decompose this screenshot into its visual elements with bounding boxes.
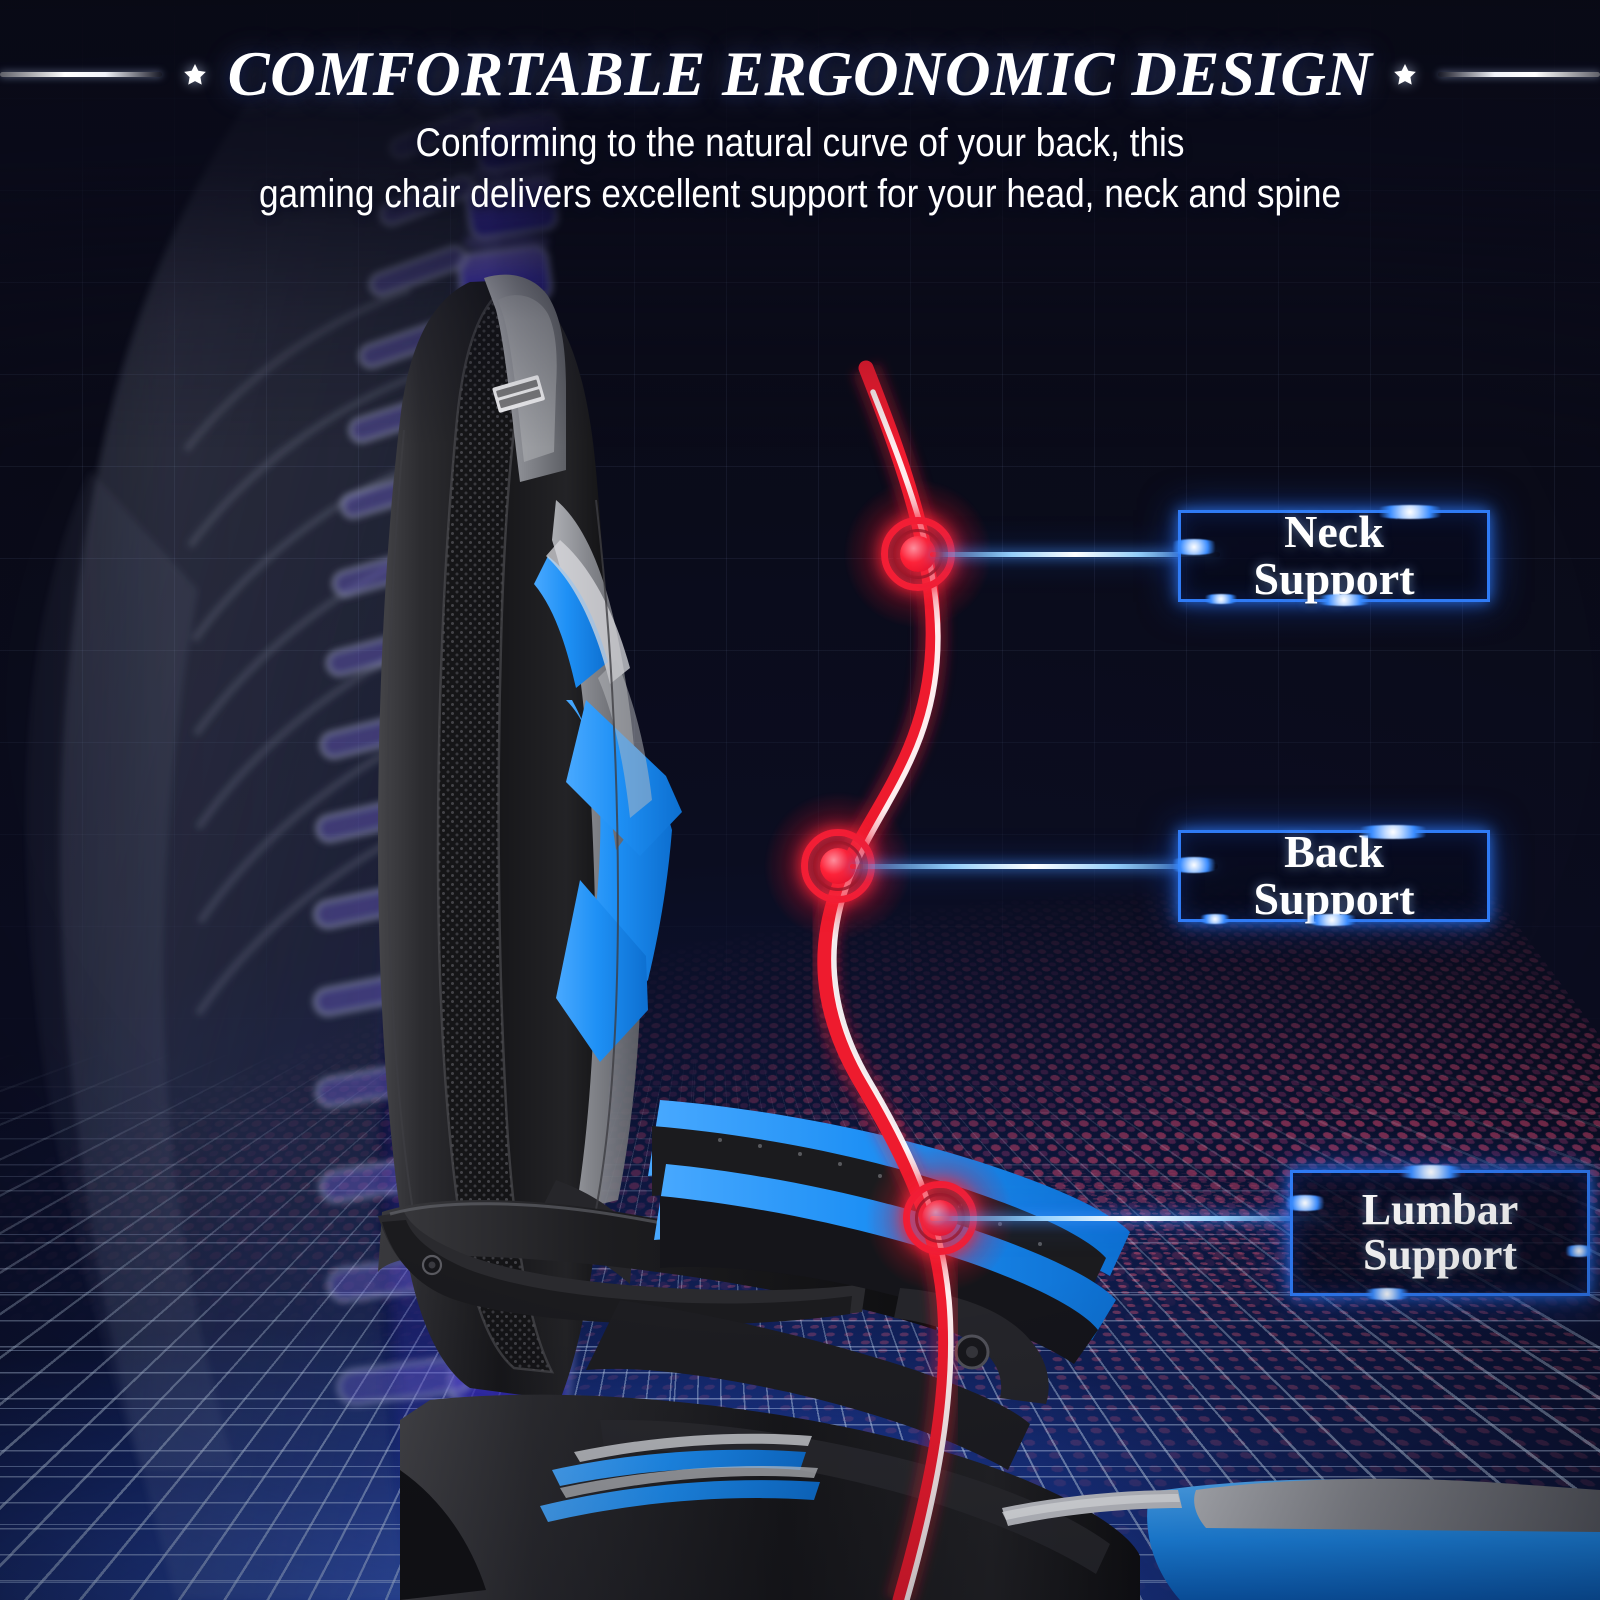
callout-neck-support[interactable]: Neck Support (1165, 505, 1490, 606)
callout-neck-label: Neck Support (1253, 506, 1415, 604)
callout-lumbar-box: Lumbar Support (1279, 1165, 1597, 1300)
page-title: COMFORTABLE ERGONOMIC DESIGN (227, 39, 1373, 109)
lumbar-connector-beam (930, 1216, 1330, 1221)
callout-back-box: Back Support (1165, 825, 1490, 926)
callout-back-support[interactable]: Back Support (1165, 825, 1490, 926)
callout-lumbar-label: Lumbar Support (1361, 1185, 1519, 1279)
title-rule-right (1438, 72, 1600, 77)
title-row: COMFORTABLE ERGONOMIC DESIGN (0, 38, 1600, 111)
callout-back-label: Back Support (1253, 826, 1415, 924)
star-icon (183, 63, 206, 85)
subtitle: Conforming to the natural curve of your … (96, 118, 1504, 220)
header: COMFORTABLE ERGONOMIC DESIGN Conforming … (0, 0, 1600, 240)
callout-neck-box: Neck Support (1165, 505, 1490, 606)
star-icon (1394, 63, 1417, 85)
back-connector-beam (850, 864, 1218, 869)
title-rule-left (0, 72, 162, 77)
subtitle-line-1: Conforming to the natural curve of your … (415, 121, 1185, 165)
subtitle-line-2: gaming chair delivers excellent support … (258, 172, 1342, 217)
callout-lumbar-support[interactable]: Lumbar Support (1279, 1165, 1597, 1300)
neck-connector-beam (930, 552, 1220, 557)
